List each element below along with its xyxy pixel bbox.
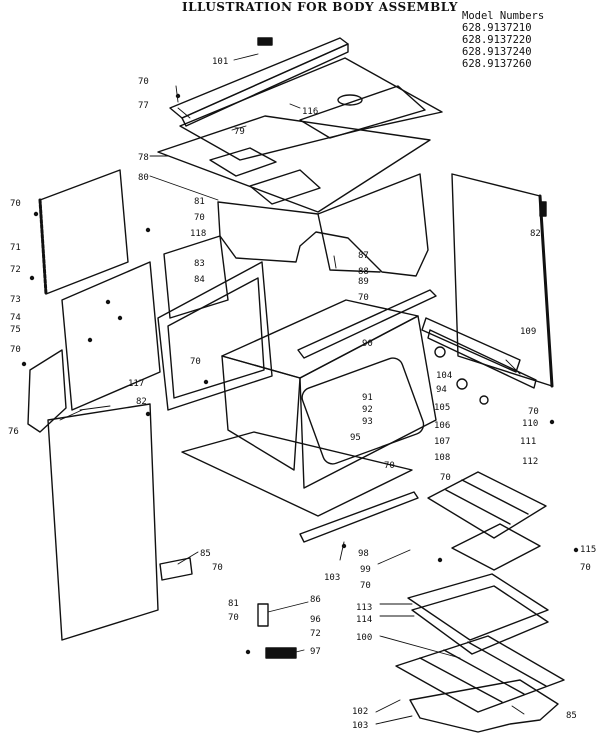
callout-76: 76	[8, 427, 19, 437]
part-back-panel	[451, 173, 554, 388]
part-inner-top	[157, 115, 431, 213]
diagram-title: ILLUSTRATION FOR BODY ASSEMBLY	[182, 0, 458, 14]
callout-82: 82	[136, 397, 147, 407]
callout-90: 90	[362, 339, 373, 349]
callout-98: 98	[358, 549, 369, 559]
callout-107: 107	[434, 437, 450, 447]
part-front-panel	[47, 403, 159, 641]
callout-75: 75	[10, 325, 21, 335]
callout-97: 97	[310, 647, 321, 657]
callout-81: 81	[194, 197, 205, 207]
part-small-bracket	[159, 557, 193, 581]
callout-95: 95	[350, 433, 361, 443]
callout-81: 81	[228, 599, 239, 609]
model-number: 628.9137240	[462, 46, 532, 58]
model-numbers-block: Model Numbers 628.9137210 628.9137220 62…	[462, 10, 544, 70]
model-number: 628.9137210	[462, 22, 532, 34]
callout-106: 106	[434, 421, 450, 431]
callout-88: 88	[358, 267, 369, 277]
callout-72: 72	[10, 265, 21, 275]
callout-84: 84	[194, 275, 205, 285]
part-knobs	[434, 346, 489, 405]
callout-70: 70	[360, 581, 371, 591]
callout-91: 91	[362, 393, 373, 403]
part-broil-pan	[407, 573, 549, 655]
callout-118: 118	[190, 229, 206, 239]
callout-70: 70	[384, 461, 395, 471]
part-oven-liner	[221, 299, 437, 489]
part-broil-element	[427, 471, 547, 571]
part-side-rail	[421, 317, 537, 389]
callout-100: 100	[356, 633, 372, 643]
callout-71: 71	[10, 243, 21, 253]
callout-103: 103	[352, 721, 368, 731]
callout-70: 70	[190, 357, 201, 367]
model-numbers-heading: Model Numbers	[462, 10, 545, 22]
callout-78: 78	[138, 153, 149, 163]
callout-70: 70	[138, 77, 149, 87]
part-left-bracket	[27, 349, 67, 433]
callout-89: 89	[358, 277, 369, 287]
callout-82: 82	[530, 229, 541, 239]
part-insulation-pad	[157, 235, 273, 411]
callout-114: 114	[356, 615, 372, 625]
callout-113: 113	[356, 603, 372, 613]
callout-115: 115	[580, 545, 596, 555]
callout-109: 109	[520, 327, 536, 337]
model-number: 628.9137220	[462, 34, 532, 46]
callout-110: 110	[522, 419, 538, 429]
callout-74: 74	[10, 313, 21, 323]
part-left-insulation	[38, 169, 129, 296]
callout-83: 83	[194, 259, 205, 269]
model-number: 628.9137260	[462, 58, 532, 70]
callout-96: 96	[310, 615, 321, 625]
callout-94: 94	[436, 385, 447, 395]
callout-108: 108	[434, 453, 450, 463]
callout-70: 70	[580, 563, 591, 573]
part-bottom-plate	[181, 431, 413, 517]
callout-79: 79	[234, 127, 245, 137]
callout-116: 116	[302, 107, 318, 117]
callout-70: 70	[10, 199, 21, 209]
part-floor-sheet	[409, 679, 559, 733]
part-upper-rail	[297, 289, 437, 359]
part-body-wrapper	[217, 173, 429, 277]
part-lower-rail	[299, 491, 419, 543]
callout-70: 70	[228, 613, 239, 623]
callout-70: 70	[212, 563, 223, 573]
callout-112: 112	[522, 457, 538, 467]
callout-105: 105	[434, 403, 450, 413]
callout-85: 85	[566, 711, 577, 721]
callout-77: 77	[138, 101, 149, 111]
callout-72: 72	[310, 629, 321, 639]
callout-99: 99	[360, 565, 371, 575]
callout-103: 103	[324, 573, 340, 583]
callout-70: 70	[440, 473, 451, 483]
callout-93: 93	[362, 417, 373, 427]
callout-117: 117	[128, 379, 144, 389]
callout-111: 111	[520, 437, 536, 447]
callout-92: 92	[362, 405, 373, 415]
callout-70: 70	[358, 293, 369, 303]
fasteners	[21, 93, 579, 655]
part-left-side-panel	[61, 261, 161, 411]
callout-73: 73	[10, 295, 21, 305]
part-hinge-bracket	[257, 603, 297, 659]
callout-86: 86	[310, 595, 321, 605]
leader-lines	[59, 53, 525, 725]
callout-101: 101	[212, 57, 228, 67]
callout-70: 70	[194, 213, 205, 223]
callout-85: 85	[200, 549, 211, 559]
callout-labels: 101 70 77 116 79 78 80 70 71 72 73 74 75…	[8, 57, 596, 731]
callout-70: 70	[528, 407, 539, 417]
callout-80: 80	[138, 173, 149, 183]
callout-87: 87	[358, 251, 369, 261]
callout-102: 102	[352, 707, 368, 717]
callout-104: 104	[436, 371, 452, 381]
callout-70: 70	[10, 345, 21, 355]
